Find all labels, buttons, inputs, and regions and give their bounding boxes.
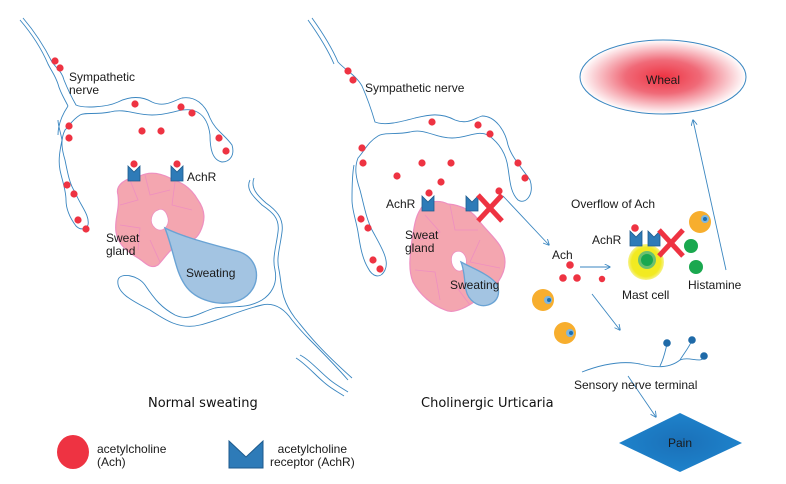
arrow-to-pain (627, 375, 656, 417)
mast-cell (628, 244, 664, 280)
sensory-nerve-terminal-label: Sensory nerve terminal (574, 378, 698, 392)
pain-diamond (619, 413, 742, 472)
red-x-icon (476, 193, 504, 223)
arrow-to-wheal (693, 120, 727, 271)
receptor-icon (629, 230, 643, 247)
orange-cells (532, 211, 711, 344)
label-line: acetylcholine (97, 442, 167, 456)
sweat-gland-label-right: Sweat gland (405, 229, 438, 255)
arrow-to-ach (502, 195, 549, 245)
ach-dots-right (344, 67, 529, 273)
arrows (502, 120, 727, 417)
sweat-gland-label-left: Sweat gland (106, 232, 139, 258)
histamine-label: Histamine (688, 278, 742, 292)
sweating-label-left: Sweating (186, 266, 236, 280)
histamine-granules (684, 239, 703, 274)
nerve-loop-left (117, 177, 353, 381)
label-line: acetylcholine (277, 442, 348, 456)
receptor-icon (228, 439, 264, 469)
receptor-icon (465, 195, 479, 212)
left-panel (19, 17, 353, 381)
label-line: Sweat (405, 228, 439, 242)
nerve-endings (663, 336, 708, 360)
mast-achr-label: AchR (592, 233, 622, 247)
overflow-of-ach-label: Overflow of Ach (571, 197, 656, 211)
sweat-drop-right (459, 260, 500, 307)
ach-label: Ach (552, 248, 573, 262)
sympathetic-nerve-label-left: Sympathetic nerve (69, 71, 135, 97)
label-line: gland (106, 244, 136, 258)
achr-label-right: AchR (386, 197, 416, 211)
acetylcholine-dot-icon (57, 435, 89, 469)
released-ach (559, 261, 606, 283)
caption-cholinergic-urticaria: Cholinergic Urticaria (421, 396, 554, 411)
label-line: Sweat (106, 231, 140, 245)
right-panel (295, 17, 747, 472)
sweating-label-right: Sweating (450, 278, 500, 292)
red-x-icon (657, 228, 685, 258)
sympathetic-nerve-label-right: Sympathetic nerve (365, 81, 465, 95)
caption-normal-sweating: Normal sweating (148, 396, 258, 411)
label-line: receptor (AchR) (270, 455, 355, 469)
label-line: nerve (69, 83, 100, 97)
receptor-icon (170, 165, 184, 182)
receptor-icon (127, 165, 141, 182)
label-line: Sympathetic (69, 70, 136, 84)
bound-ach (631, 224, 639, 232)
legend-ach-label: acetylcholine (Ach) (97, 443, 166, 469)
label-line: (Ach) (97, 455, 126, 469)
receptor-icon (421, 195, 435, 212)
receptor-icon (647, 230, 661, 247)
sensory-nerve-terminal (581, 339, 706, 373)
achr-label-left: AchR (187, 170, 217, 184)
arrow-to-sensory (591, 293, 620, 330)
sweat-drop-left (163, 226, 257, 304)
ach-dots-left (51, 57, 230, 233)
wheal (579, 39, 747, 115)
sympathetic-nerve-left (19, 17, 234, 230)
legend-achr-label: acetylcholine receptor (AchR) (270, 443, 355, 469)
legend (57, 435, 264, 469)
wheal-label: Wheal (645, 73, 681, 87)
label-line: gland (405, 241, 435, 255)
mast-cell-label: Mast cell (622, 288, 670, 302)
pain-label: Pain (667, 436, 693, 450)
